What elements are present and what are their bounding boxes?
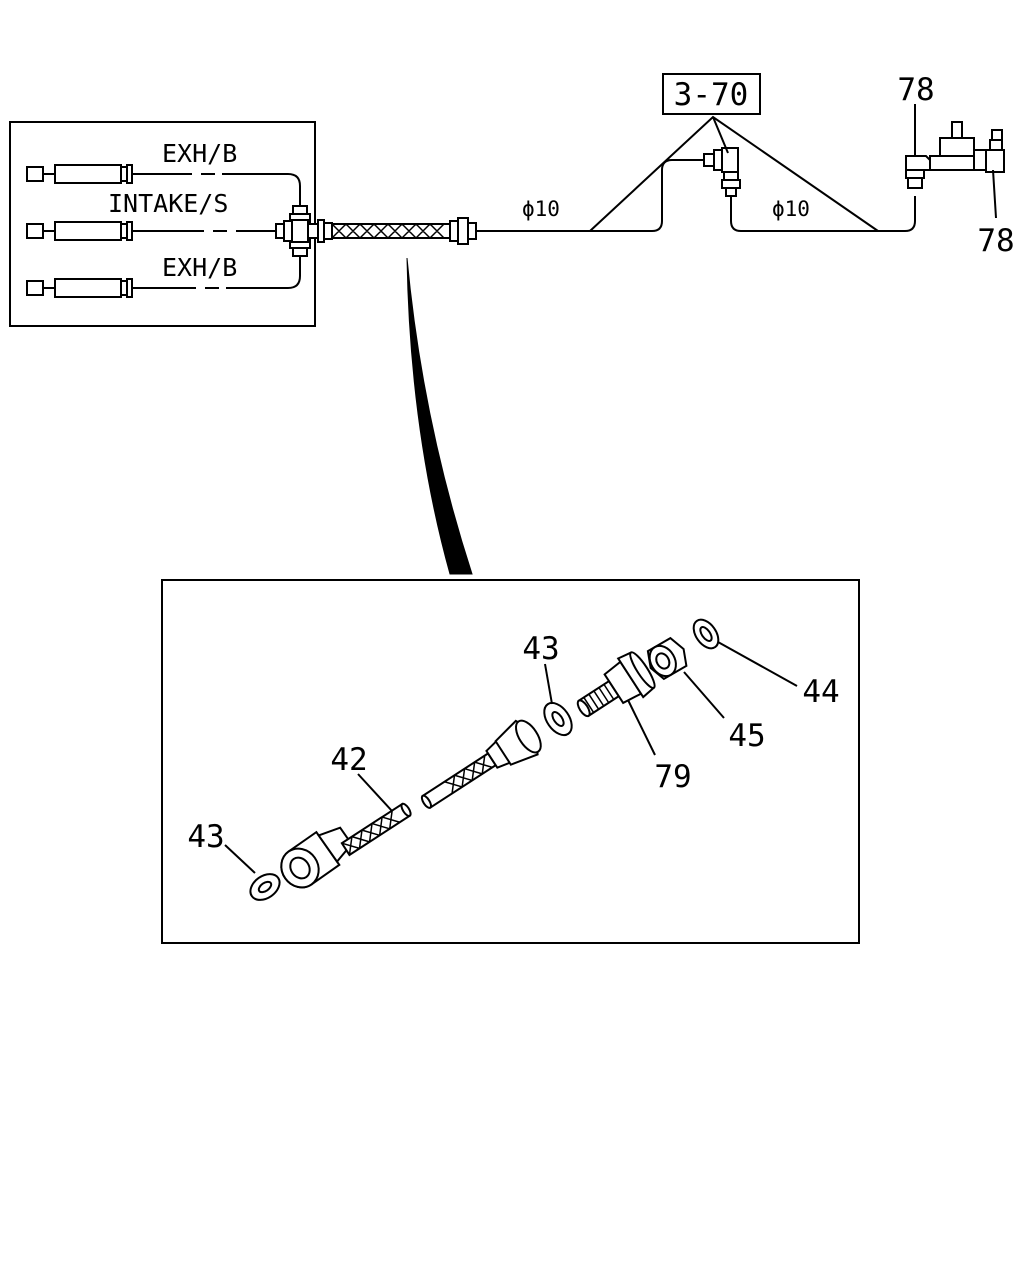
label-dia-right: ϕ10	[772, 197, 810, 221]
elbow-fitting	[703, 147, 741, 197]
braided-hose-top	[331, 217, 477, 245]
callout-79: 79	[654, 759, 691, 795]
label-dia-left: ϕ10	[522, 197, 560, 221]
callout-43-lower: 43	[187, 819, 224, 855]
callout-78-right: 78	[977, 223, 1014, 259]
pipe-line-left	[476, 159, 704, 232]
ref-box-3-70	[662, 73, 761, 115]
leader-44	[717, 641, 798, 687]
sensor-probe-intake	[26, 221, 276, 241]
nut-45	[646, 636, 688, 681]
top-assembly: 3-70 78 78 EXH/B INTAKE/S EXH/B ϕ10 ϕ10	[9, 72, 1015, 327]
label-intake: INTAKE/S	[108, 189, 228, 218]
leader-79	[627, 699, 656, 756]
cross-fitting	[275, 205, 333, 257]
leader-42	[357, 773, 393, 812]
hose-end-nut	[280, 826, 353, 889]
leader-43-upper	[544, 663, 553, 705]
ref-leader-lines	[589, 115, 879, 232]
detail-frame	[161, 579, 860, 944]
label-exh-bottom: EXH/B	[162, 253, 237, 282]
label-exh-top: EXH/B	[162, 139, 237, 168]
washer-44	[692, 618, 720, 650]
sensor-probe-exh-bottom	[26, 256, 301, 298]
callout-43-upper: 43	[522, 631, 559, 667]
leader-78-right	[992, 169, 997, 219]
washer-43-lower	[249, 873, 281, 901]
detail-view: 43 42 43 44 45 79	[187, 618, 840, 901]
sensor-probe-exh-top	[26, 164, 301, 206]
ref-label-3-70: 3-70	[674, 77, 749, 113]
callout-78-top: 78	[897, 72, 934, 108]
leader-45	[683, 671, 725, 719]
valve-assembly	[905, 121, 1005, 189]
callout-45: 45	[728, 718, 765, 754]
detail-pointer-wedge	[406, 257, 473, 575]
callout-42: 42	[330, 742, 367, 778]
pipe-line-right	[730, 196, 916, 232]
hose-end-hex-upper	[494, 719, 542, 766]
braided-hose-lower	[340, 802, 412, 857]
bolt-79	[576, 651, 656, 718]
leader-43-lower	[224, 844, 256, 874]
washer-43-upper	[543, 701, 573, 737]
callout-44: 44	[802, 674, 839, 710]
